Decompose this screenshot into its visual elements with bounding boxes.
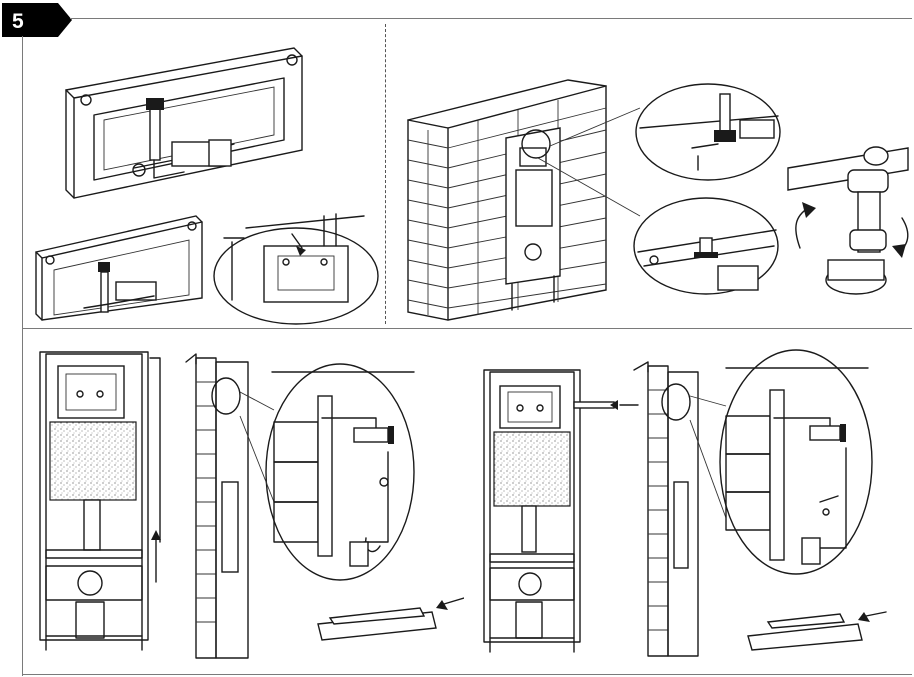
rear-inlet-installation-illustration — [39, 351, 464, 659]
wall-frame-connection-illustration — [407, 79, 909, 321]
panel-divider-dashed — [385, 24, 386, 324]
brick-wall — [407, 79, 641, 321]
flush-plate-detail — [317, 597, 464, 641]
frame-middle-line — [22, 328, 912, 329]
step-number: 5 — [12, 10, 24, 33]
wall-cross-section — [185, 353, 249, 659]
detail-circle-wall-mount — [213, 213, 379, 325]
installation-frame-front-side — [483, 369, 639, 653]
frame-bottom-line — [22, 674, 912, 675]
side-inlet-installation-illustration — [483, 349, 887, 657]
flush-plate-detail-side — [747, 611, 887, 651]
rear-inlet-pipe — [149, 357, 161, 583]
detail-circle-valve-top — [635, 83, 781, 181]
detail-circle-valve-bottom — [633, 197, 779, 295]
cistern-large-view — [65, 47, 303, 199]
installation-frame-front — [39, 351, 149, 651]
frame-left-line — [22, 36, 23, 676]
detail-circle-side-connection — [689, 349, 873, 575]
pipe-fitting-assembly — [787, 146, 909, 295]
panel-top-left — [24, 20, 384, 326]
panel-bottom-right — [470, 332, 912, 672]
frame-top-line — [70, 18, 912, 19]
detail-circle-rear-connection — [239, 363, 415, 581]
step-badge-shape — [2, 3, 72, 37]
cistern-valve-illustration — [35, 47, 379, 325]
panel-top-right — [388, 20, 912, 326]
cistern-small-view — [35, 215, 203, 321]
step-badge: 5 — [2, 3, 72, 37]
wall-cross-section-side — [633, 361, 699, 657]
panel-bottom-left — [24, 332, 464, 672]
